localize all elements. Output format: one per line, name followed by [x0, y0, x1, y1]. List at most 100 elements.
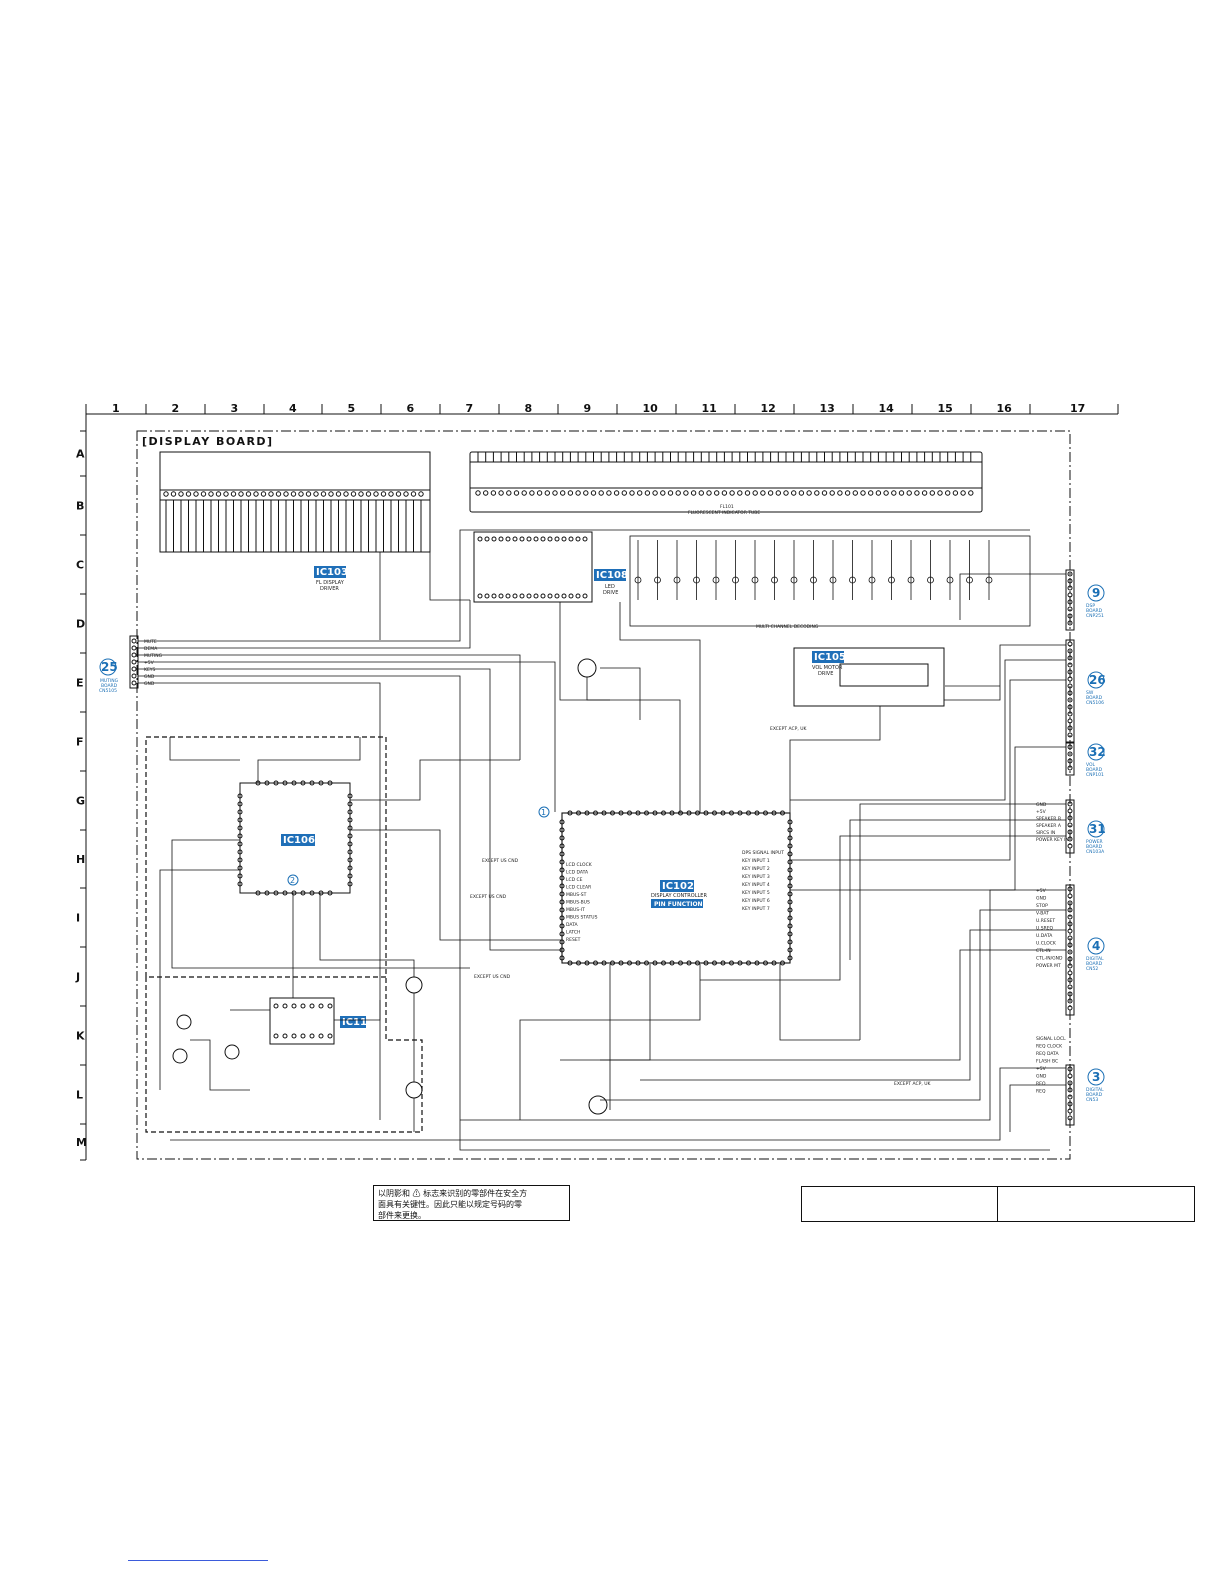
fl-pin-dot — [798, 490, 805, 496]
ic108-pin — [547, 593, 553, 599]
connector-c4-pin — [1067, 886, 1073, 892]
ic103-pin — [245, 491, 252, 497]
connector-25-circle[interactable] — [99, 658, 117, 676]
fl-pin-dot — [529, 490, 535, 496]
pin-function-label[interactable]: PIN FUNCTION — [654, 901, 703, 908]
ic103-label-box — [314, 566, 346, 578]
fl-pin-dot — [821, 490, 828, 496]
ic108-pin — [526, 536, 532, 542]
grid-column-label: 8 — [525, 402, 533, 415]
ic103-pin — [185, 491, 192, 497]
connector-c9-circle[interactable] — [1087, 584, 1105, 602]
wire-trace — [138, 675, 1050, 1151]
ic102-pin — [771, 810, 777, 816]
fl-pin-dot — [737, 490, 743, 496]
ic102-pin — [567, 810, 573, 816]
connector-c32-circle[interactable] — [1087, 743, 1105, 761]
fl-pin-dot — [698, 490, 704, 496]
ic105-label-box — [812, 651, 844, 663]
fl-pin-dot — [644, 490, 651, 496]
connector-c4-num[interactable]: 4 — [1092, 939, 1100, 953]
ic11-pin — [273, 1033, 279, 1039]
ic108-pin — [505, 593, 511, 599]
ic108-pin — [519, 536, 525, 542]
ic102-right-signal: KEY INPUT 1 — [742, 858, 770, 864]
left-signal-label: +5V — [144, 660, 155, 666]
connector-c9-l2: BOARD — [1086, 608, 1103, 614]
connector-c9-pin — [1067, 571, 1073, 577]
ic11-pin — [291, 1003, 297, 1009]
ic108-pin — [512, 593, 518, 599]
ic106-pin — [237, 809, 243, 815]
pin-function-box[interactable] — [651, 899, 703, 908]
ic11-label: IC11 — [342, 1017, 367, 1028]
connector-c3-circle[interactable] — [1087, 1068, 1105, 1086]
connector-c9-housing — [1065, 569, 1075, 631]
wire-trace — [600, 909, 1066, 1101]
ic11-pin — [291, 1033, 297, 1039]
ic102-right-signal: KEY INPUT 3 — [742, 874, 770, 880]
connector-c4-pin — [1067, 998, 1073, 1004]
grid-column-label: 17 — [1070, 402, 1085, 415]
ic102-pin — [559, 827, 565, 833]
connector-c26-circle[interactable] — [1087, 671, 1105, 689]
ic106-pin — [309, 780, 315, 786]
wire-trace — [944, 644, 1066, 701]
ic108-pin — [575, 593, 581, 599]
ic103-pin — [223, 491, 229, 497]
wire-trace — [790, 679, 1066, 861]
fl-pin-dot — [598, 490, 604, 496]
board-title: [DISPLAY BOARD] — [142, 435, 274, 448]
ic102-pin — [626, 810, 633, 816]
ic102-pin — [559, 859, 565, 865]
fl-tube-sub: FLUORESCENT INDICATOR TUBE — [688, 510, 760, 516]
connector-c3-num[interactable]: 3 — [1092, 1070, 1100, 1084]
ic102-pin — [559, 923, 565, 929]
ic103-pin — [358, 491, 364, 497]
ic102-pin — [728, 960, 735, 966]
connector-c31-circle[interactable] — [1087, 820, 1105, 838]
ic102-pin — [779, 960, 786, 966]
fl-pin-dot — [775, 490, 781, 496]
ic108-pin — [498, 593, 504, 599]
c3-signal: GND — [1036, 1074, 1047, 1080]
except-note-5: EXCEPT ACP, UK — [894, 1081, 931, 1087]
ic102-pin — [728, 810, 735, 816]
led-symbol — [985, 576, 993, 584]
ic103-pin — [298, 491, 304, 497]
ic103-pin — [365, 491, 372, 497]
connector-c32-num[interactable]: 32 — [1089, 745, 1106, 759]
wire-trace — [460, 889, 1066, 1121]
ic102-pin — [787, 947, 793, 953]
except-note-1: EXCEPT US CND — [482, 858, 519, 864]
connector-c9-num[interactable]: 9 — [1092, 586, 1100, 600]
connector-25-num[interactable]: 25 — [101, 660, 118, 674]
grid-column-label: 14 — [879, 402, 895, 415]
ic102-pin — [643, 960, 650, 966]
connector-c32-l3: CNP101 — [1086, 772, 1104, 778]
connector-c3-pin — [1067, 1108, 1073, 1114]
left-signal-label: MUTE — [144, 639, 157, 645]
left-signal-label: GND — [144, 674, 155, 680]
fl-pin-dot — [613, 490, 620, 496]
ic106-pin — [273, 780, 279, 786]
ic106-pin — [282, 890, 288, 896]
ic103-pin — [163, 491, 169, 497]
connector-c3-pin — [1067, 1073, 1073, 1079]
connector-25-pin — [131, 638, 137, 644]
connector-c26-num[interactable]: 26 — [1089, 673, 1106, 687]
connector-c31-num[interactable]: 31 — [1089, 822, 1106, 836]
ic103-pin — [193, 491, 199, 497]
fl-pin-dot — [637, 490, 643, 496]
ic108-pin — [547, 536, 553, 542]
wire-trace — [959, 573, 1066, 620]
ic103-pin — [290, 491, 297, 497]
connector-c4-circle[interactable] — [1087, 937, 1105, 955]
wire-trace — [257, 737, 361, 783]
footer-link-underline[interactable] — [128, 1560, 268, 1561]
ic106-pin — [264, 890, 270, 896]
ic103-pin — [200, 491, 207, 497]
connector-c4-pin — [1067, 907, 1073, 913]
ic103-pin — [328, 491, 334, 497]
